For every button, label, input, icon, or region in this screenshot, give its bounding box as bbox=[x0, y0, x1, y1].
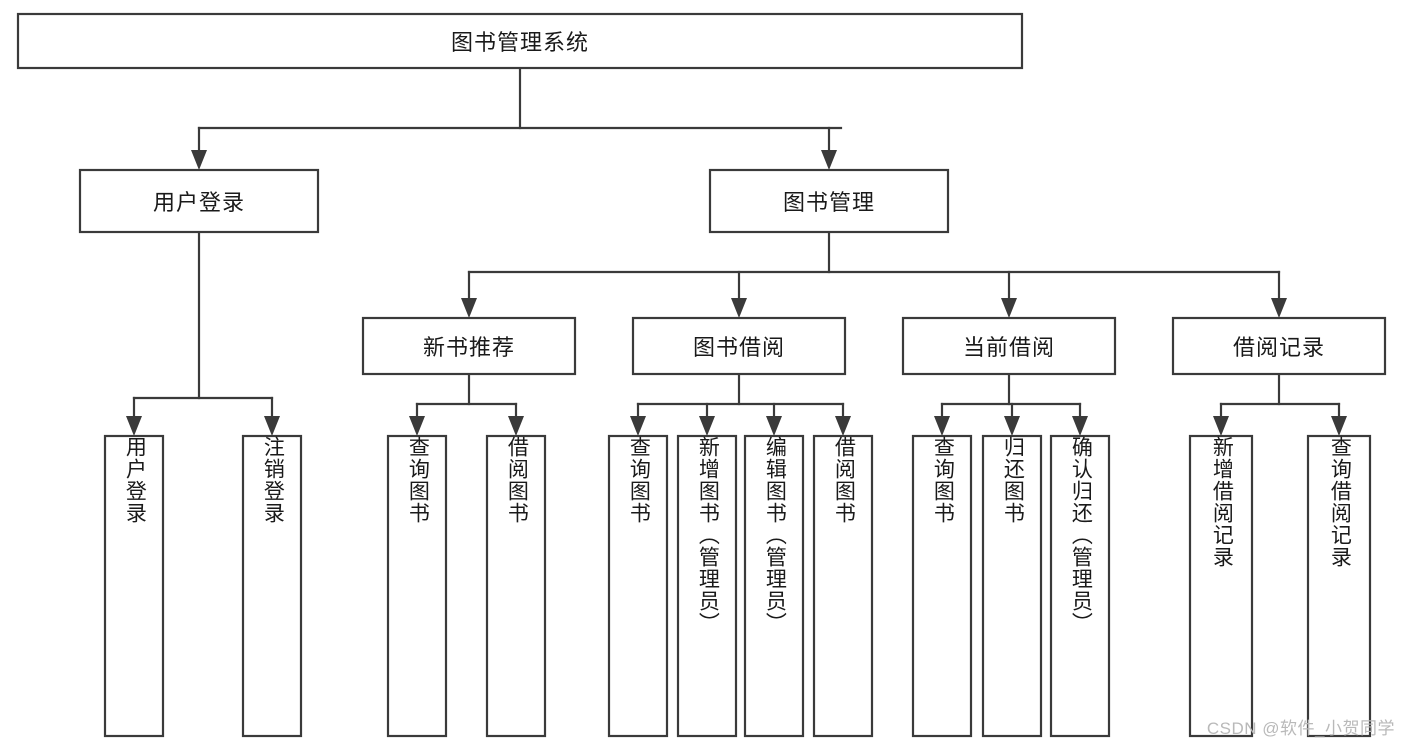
node-box-user-login[interactable] bbox=[78, 168, 320, 234]
node-box-leaf-borrow-book-2[interactable] bbox=[812, 434, 874, 738]
node-box-leaf-logout[interactable] bbox=[241, 434, 303, 738]
connector-book-borrow-to-leaves bbox=[630, 372, 851, 436]
node-box-leaf-confirm-return[interactable] bbox=[1049, 434, 1111, 738]
connector-root-to-level2 bbox=[191, 66, 843, 170]
connector-borrow-record-to-leaves bbox=[1213, 372, 1347, 436]
node-box-leaf-add-record[interactable] bbox=[1188, 434, 1254, 738]
node-box-root[interactable] bbox=[16, 12, 1024, 70]
node-box-leaf-query-record[interactable] bbox=[1306, 434, 1372, 738]
connector-user-login-to-leaves bbox=[126, 230, 280, 436]
watermark-text: CSDN @软件_小贺同学 bbox=[1206, 719, 1395, 738]
node-box-leaf-add-book[interactable] bbox=[676, 434, 738, 738]
node-box-leaf-return-book[interactable] bbox=[981, 434, 1043, 738]
connector-current-borrow-to-leaves bbox=[934, 372, 1088, 436]
node-box-borrow-record[interactable] bbox=[1171, 316, 1387, 376]
node-box-new-book-recommend[interactable] bbox=[361, 316, 577, 376]
node-box-leaf-borrow-book-1[interactable] bbox=[485, 434, 547, 738]
connector-new-book-recommend-to-leaves bbox=[409, 372, 524, 436]
node-box-current-borrow[interactable] bbox=[901, 316, 1117, 376]
node-box-book-manage[interactable] bbox=[708, 168, 950, 234]
node-box-leaf-query-book-2[interactable] bbox=[607, 434, 669, 738]
node-box-leaf-user-login[interactable] bbox=[103, 434, 165, 738]
connector-book-manage-to-level3 bbox=[461, 230, 1287, 318]
node-box-book-borrow[interactable] bbox=[631, 316, 847, 376]
node-box-leaf-edit-book[interactable] bbox=[743, 434, 805, 738]
node-box-leaf-query-book-3[interactable] bbox=[911, 434, 973, 738]
node-box-leaf-query-book-1[interactable] bbox=[386, 434, 448, 738]
